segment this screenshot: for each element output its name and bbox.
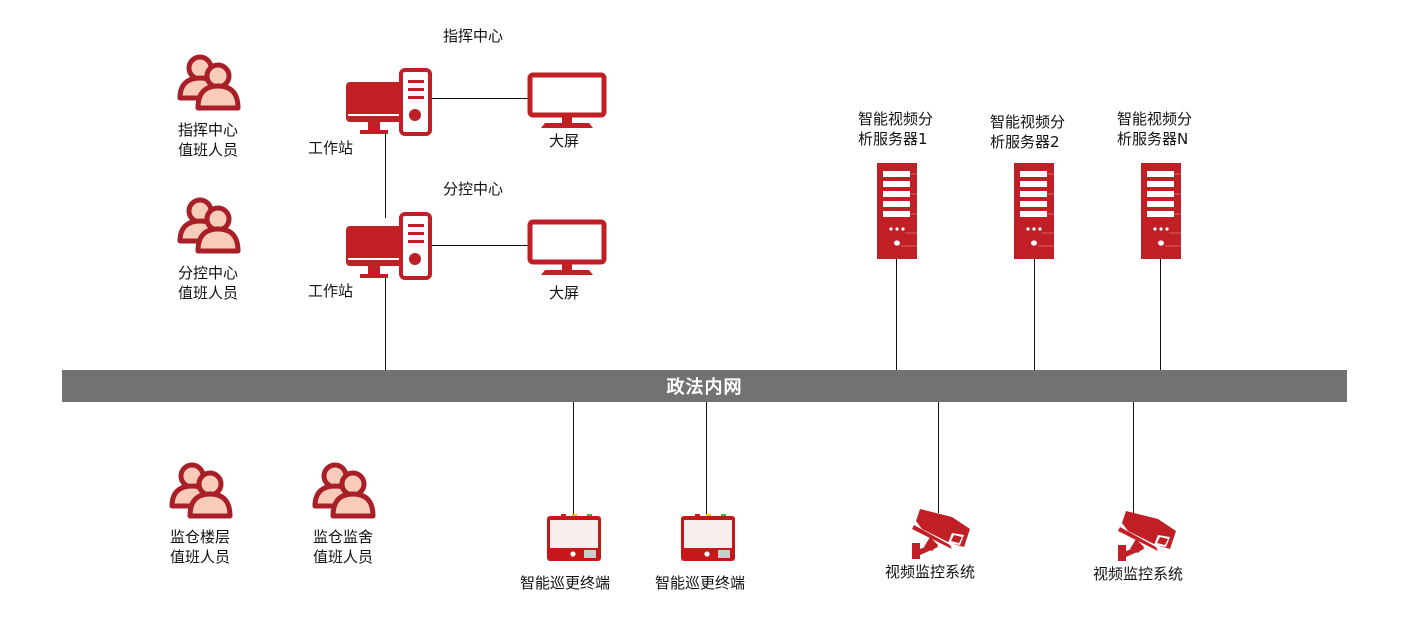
monitor-icon — [527, 219, 607, 279]
sub-staff-label: 分控中心 值班人员 — [172, 263, 244, 303]
sub-center-title: 分控中心 — [443, 180, 504, 198]
patrol-terminal-icon — [681, 513, 735, 561]
link-network-to-terminal1 — [573, 402, 574, 515]
server-1-label: 智能视频分 析服务器1 — [858, 109, 933, 149]
patrol-terminal-2-label: 智能巡更终端 — [655, 574, 746, 592]
cell-staff-label-line1: 监仓监舍 — [312, 528, 373, 546]
command-center-title: 指挥中心 — [443, 27, 504, 45]
cctv-camera-icon — [1114, 509, 1178, 561]
floor-staff-node — [166, 460, 236, 520]
server-2-label: 智能视频分 析服务器2 — [990, 112, 1065, 152]
command-staff-label-line2: 值班人员 — [177, 141, 238, 159]
cell-staff-label-line2: 值班人员 — [312, 548, 373, 566]
server-1-label-line2: 析服务器1 — [858, 130, 928, 148]
server-n-label-line1: 智能视频分 — [1117, 110, 1193, 128]
people-icon — [309, 460, 379, 520]
network-bus: 政法内网 — [62, 370, 1347, 402]
command-staff-label: 指挥中心 值班人员 — [172, 120, 244, 160]
people-icon — [166, 460, 236, 520]
patrol-terminal-1-node — [547, 513, 601, 561]
link-server2-to-network — [1034, 258, 1035, 370]
server-n-node — [1141, 163, 1181, 259]
server-icon — [1141, 163, 1181, 259]
command-staff-label-line1: 指挥中心 — [177, 121, 238, 139]
server-icon — [877, 163, 917, 259]
people-icon — [174, 52, 244, 112]
workstation-icon — [344, 212, 432, 282]
sub-staff-label-line2: 值班人员 — [177, 284, 238, 302]
link-command-to-subcenter — [385, 134, 386, 218]
link-server1-to-network — [896, 258, 897, 370]
link-sub-ws-to-screen — [430, 245, 530, 246]
server-2-label-line2: 析服务器2 — [990, 133, 1060, 151]
camera-1-node — [908, 507, 972, 559]
command-staff-node — [174, 52, 244, 112]
floor-staff-label-line1: 监仓楼层 — [169, 528, 230, 546]
network-bus-label: 政法内网 — [666, 377, 743, 398]
sub-staff-label-line1: 分控中心 — [177, 264, 238, 282]
camera-2-label: 视频监控系统 — [1093, 565, 1184, 583]
server-2-node — [1014, 163, 1054, 259]
cctv-camera-icon — [908, 507, 972, 559]
camera-1-label: 视频监控系统 — [885, 563, 976, 581]
workstation-icon — [344, 68, 432, 138]
people-icon — [174, 195, 244, 255]
link-network-to-camera2 — [1133, 402, 1134, 514]
sub-staff-node — [174, 195, 244, 255]
link-command-ws-to-screen — [430, 98, 530, 99]
cell-staff-node — [309, 460, 379, 520]
sub-screen-node — [527, 219, 607, 279]
server-1-node — [877, 163, 917, 259]
command-screen-node — [527, 72, 607, 132]
monitor-icon — [527, 72, 607, 132]
camera-2-node — [1114, 509, 1178, 561]
link-network-to-camera1 — [938, 402, 939, 513]
command-screen-label: 大屏 — [549, 132, 580, 150]
command-workstation-label: 工作站 — [308, 139, 354, 157]
cell-staff-label: 监仓监舍 值班人员 — [307, 527, 379, 567]
server-n-label: 智能视频分 析服务器N — [1117, 109, 1192, 149]
link-subcenter-to-network — [385, 278, 386, 370]
patrol-terminal-icon — [547, 513, 601, 561]
patrol-terminal-1-label: 智能巡更终端 — [520, 574, 611, 592]
link-network-to-terminal2 — [706, 402, 707, 515]
server-icon — [1014, 163, 1054, 259]
server-1-label-line1: 智能视频分 — [858, 110, 934, 128]
sub-screen-label: 大屏 — [549, 284, 580, 302]
floor-staff-label-line2: 值班人员 — [169, 548, 230, 566]
server-2-label-line1: 智能视频分 — [990, 113, 1066, 131]
sub-workstation-node — [344, 212, 432, 282]
command-workstation-node — [344, 68, 432, 138]
server-n-label-line2: 析服务器N — [1117, 130, 1189, 148]
floor-staff-label: 监仓楼层 值班人员 — [164, 527, 236, 567]
link-serverN-to-network — [1160, 258, 1161, 370]
patrol-terminal-2-node — [681, 513, 735, 561]
sub-workstation-label: 工作站 — [308, 282, 354, 300]
